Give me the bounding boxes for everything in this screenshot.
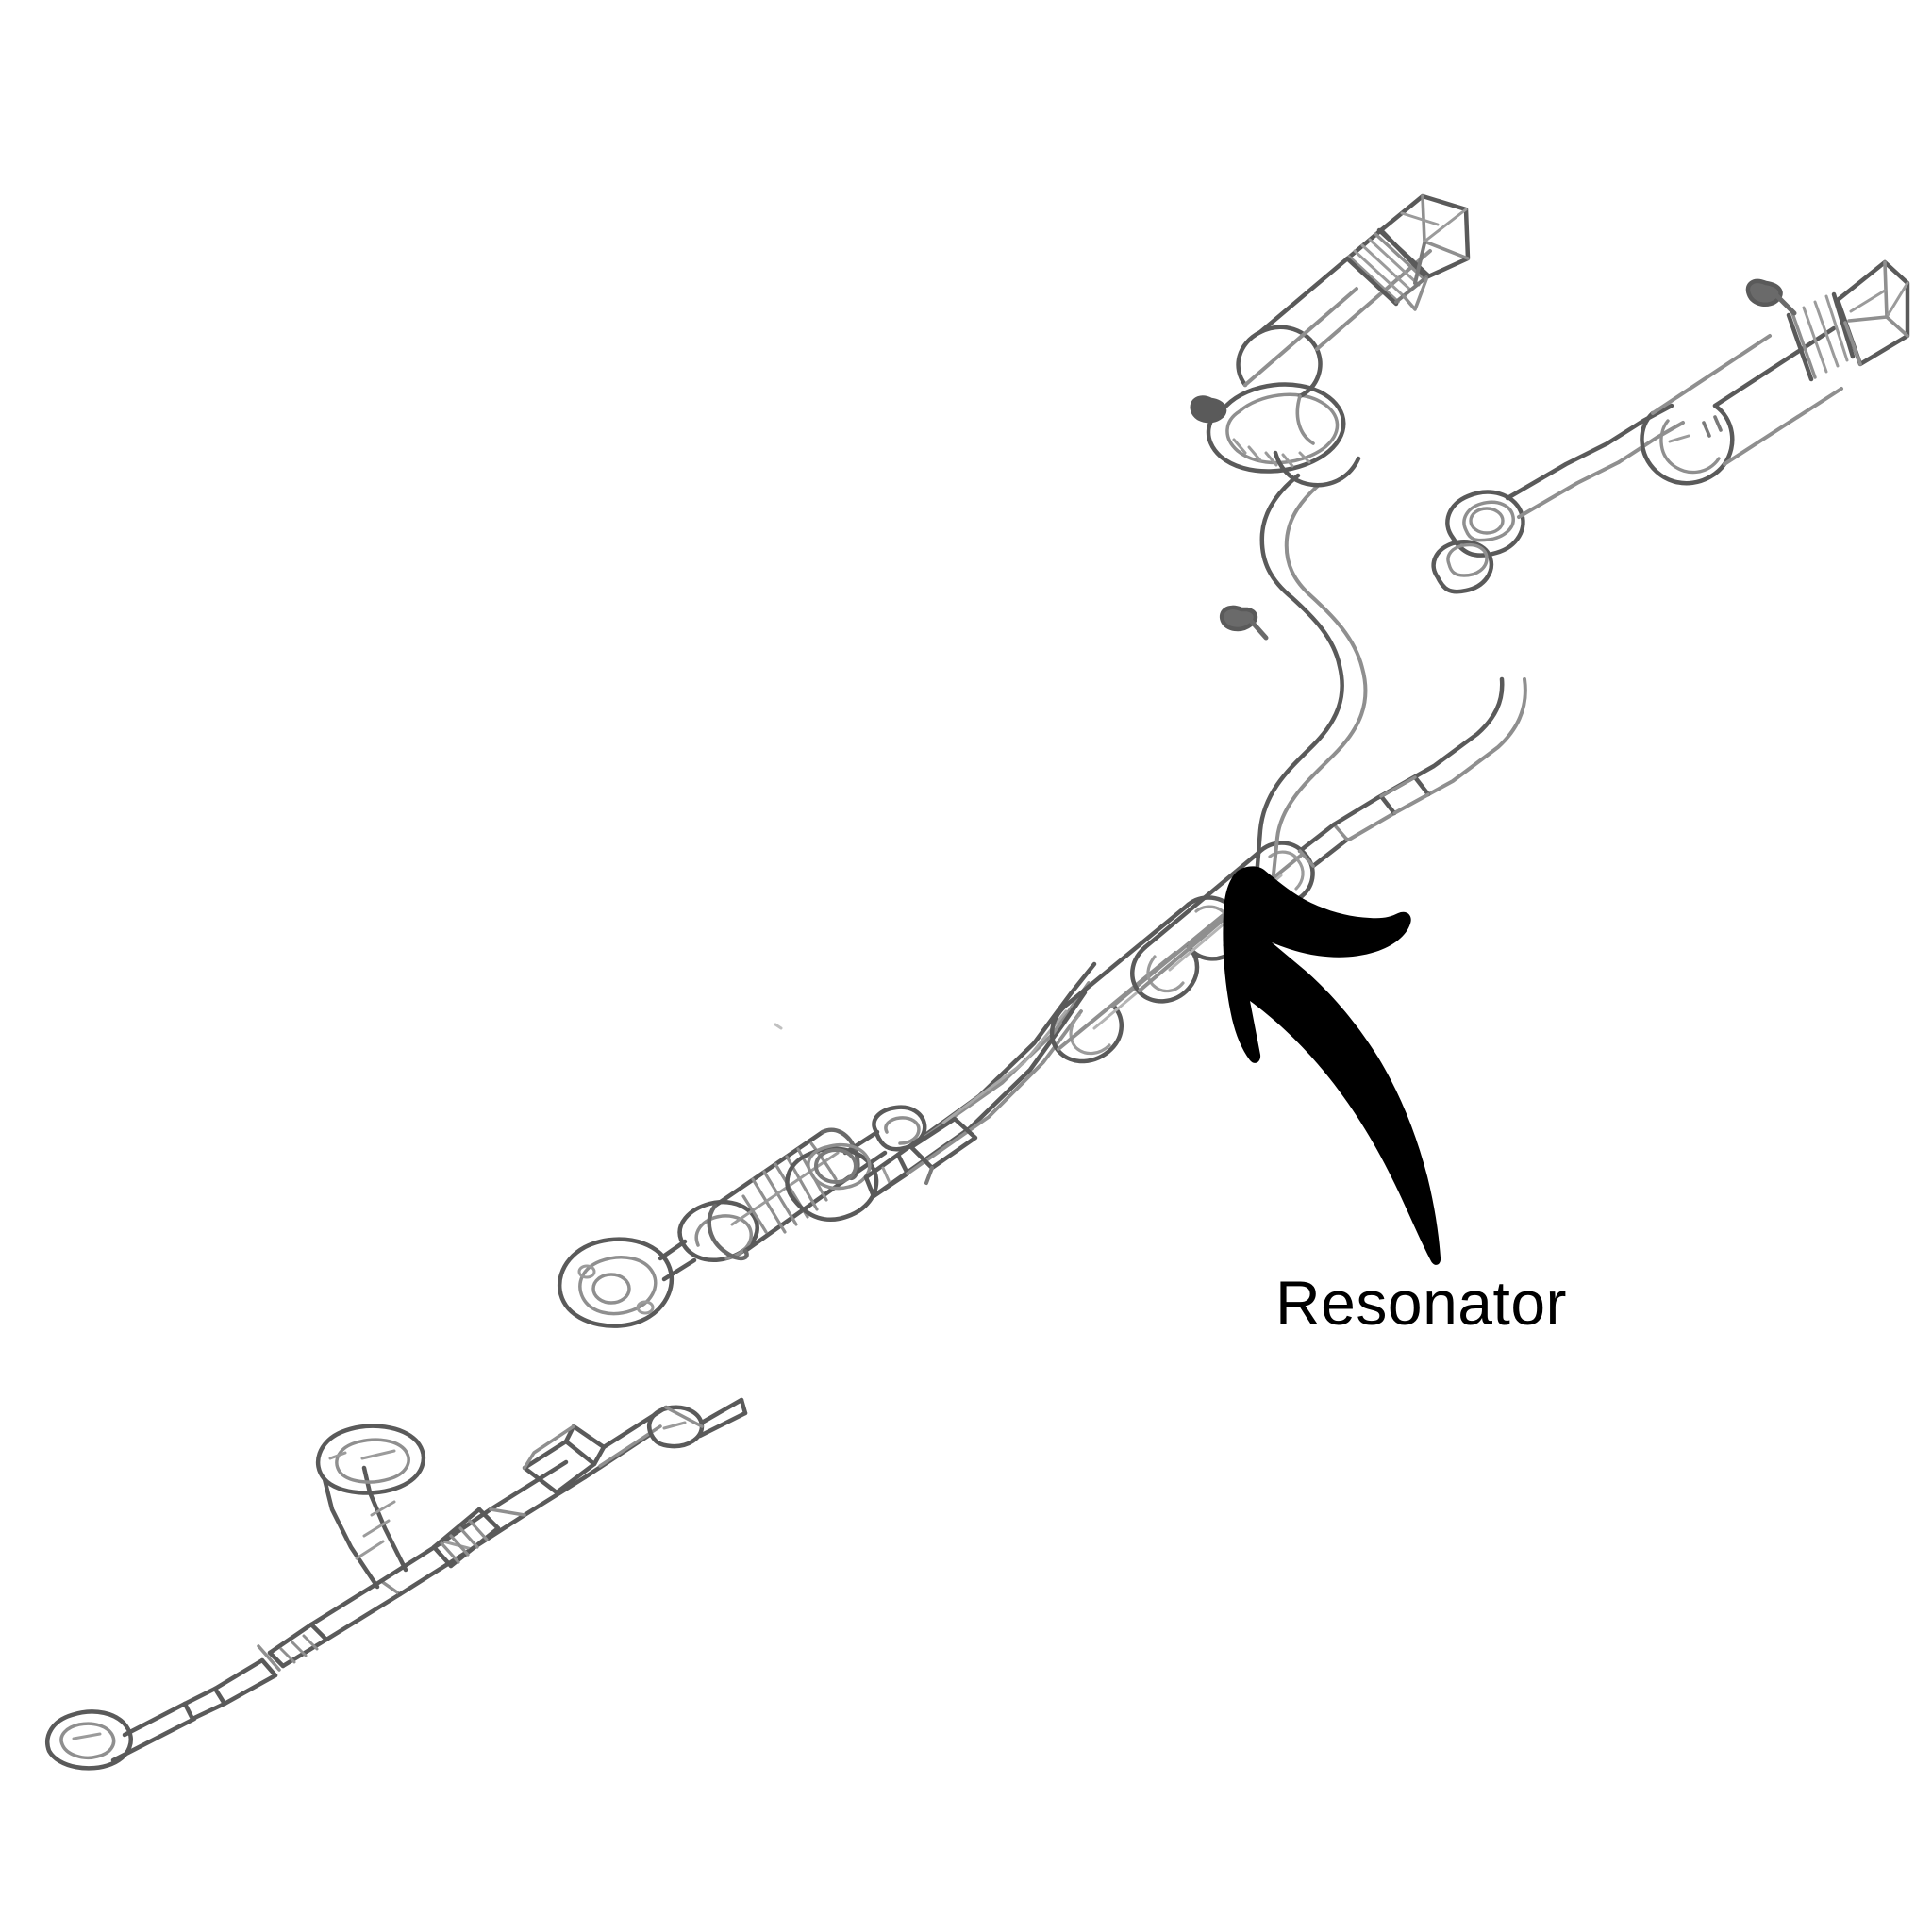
annotation-arrow-icon: [1223, 866, 1441, 1265]
annotation-label-resonator: Resonator: [1275, 1268, 1568, 1338]
part-front-pipe-assembly: [45, 1397, 748, 1771]
part-muffler-right: [1605, 259, 1910, 486]
part-y-junction: [1219, 441, 1621, 894]
part-muffler-left: [1190, 193, 1471, 488]
part-catalytic-converter: [557, 1105, 927, 1328]
faint-speck: [774, 1023, 783, 1030]
part-intermediate-pipe: [785, 961, 1097, 1222]
